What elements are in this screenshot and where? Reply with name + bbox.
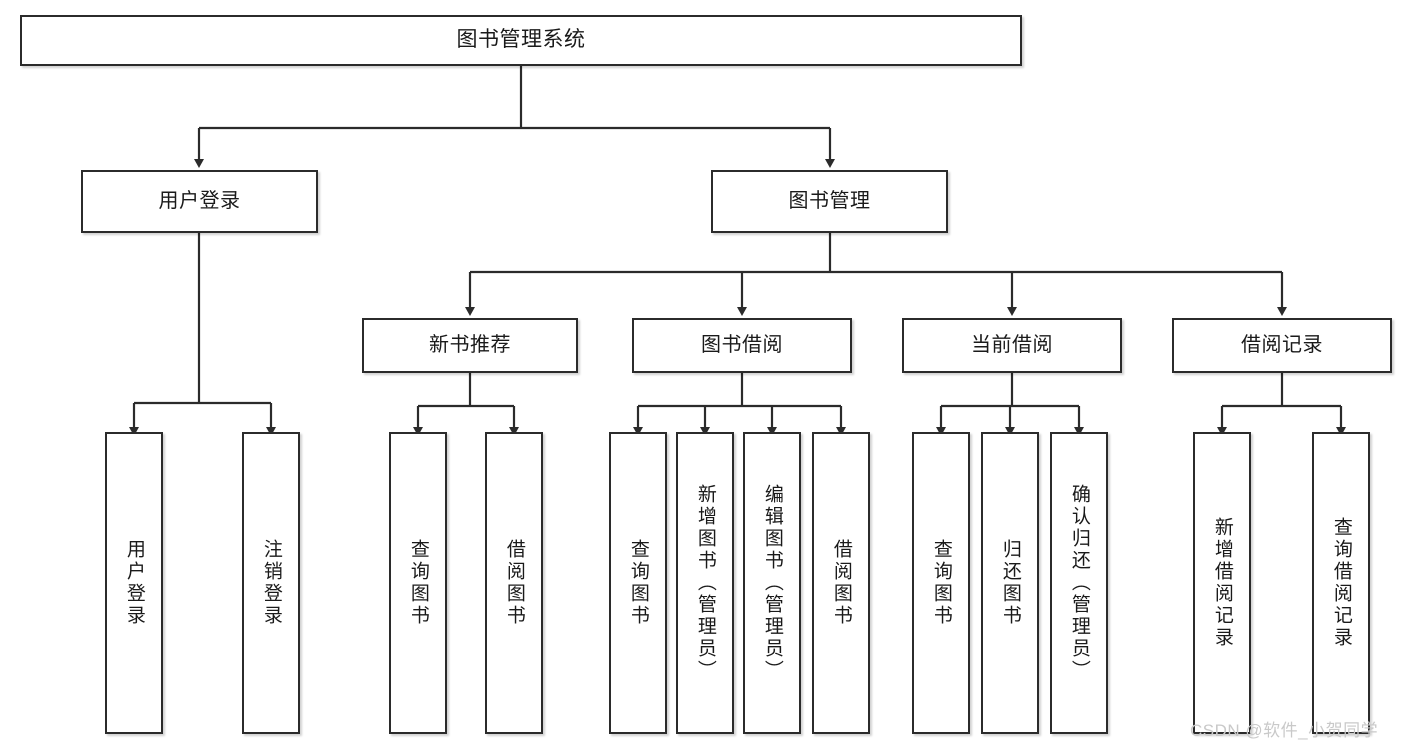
leaf-current-borrow-1[interactable]: 查询图书 [912,432,970,734]
leaf-book-borrow-2-label: 新增图书（管理员） [694,484,716,682]
leaf-current-borrow-2-label: 归还图书 [999,539,1021,627]
leaf-user-login-1[interactable]: 用户登录 [105,432,163,734]
node-new-book-recommend-label: 新书推荐 [429,334,511,356]
leaf-book-borrow-3[interactable]: 编辑图书（管理员） [743,432,801,734]
leaf-current-borrow-3-label: 确认归还（管理员） [1068,484,1090,682]
leaf-borrow-record-1[interactable]: 新增借阅记录 [1193,432,1251,734]
node-user-login-label: 用户登录 [158,190,241,212]
node-root-label: 图书管理系统 [456,28,586,52]
leaf-user-login-2-label: 注销登录 [260,539,282,627]
node-user-login[interactable]: 用户登录 [81,170,318,233]
node-book-borrow[interactable]: 图书借阅 [632,318,852,373]
node-book-borrow-label: 图书借阅 [701,334,783,356]
node-new-book-recommend[interactable]: 新书推荐 [362,318,578,373]
leaf-current-borrow-3[interactable]: 确认归还（管理员） [1050,432,1108,734]
leaf-new-book-1-label: 查询图书 [407,539,429,627]
leaf-current-borrow-2[interactable]: 归还图书 [981,432,1039,734]
node-root[interactable]: 图书管理系统 [20,15,1022,66]
leaf-book-borrow-3-label: 编辑图书（管理员） [761,484,783,682]
leaf-new-book-2[interactable]: 借阅图书 [485,432,543,734]
node-borrow-record[interactable]: 借阅记录 [1172,318,1392,373]
leaf-book-borrow-1[interactable]: 查询图书 [609,432,667,734]
leaf-new-book-2-label: 借阅图书 [503,539,525,627]
node-current-borrow[interactable]: 当前借阅 [902,318,1122,373]
node-borrow-record-label: 借阅记录 [1241,334,1323,356]
leaf-book-borrow-1-label: 查询图书 [627,539,649,627]
leaf-borrow-record-2[interactable]: 查询借阅记录 [1312,432,1370,734]
leaf-book-borrow-4[interactable]: 借阅图书 [812,432,870,734]
leaf-borrow-record-2-label: 查询借阅记录 [1330,517,1352,649]
leaf-book-borrow-4-label: 借阅图书 [830,539,852,627]
leaf-new-book-1[interactable]: 查询图书 [389,432,447,734]
node-book-management[interactable]: 图书管理 [711,170,948,233]
leaf-book-borrow-2[interactable]: 新增图书（管理员） [676,432,734,734]
node-current-borrow-label: 当前借阅 [971,334,1053,356]
leaf-user-login-1-label: 用户登录 [123,539,145,627]
leaf-borrow-record-1-label: 新增借阅记录 [1211,517,1233,649]
node-book-management-label: 图书管理 [788,190,871,212]
leaf-user-login-2[interactable]: 注销登录 [242,432,300,734]
leaf-current-borrow-1-label: 查询图书 [930,539,952,627]
